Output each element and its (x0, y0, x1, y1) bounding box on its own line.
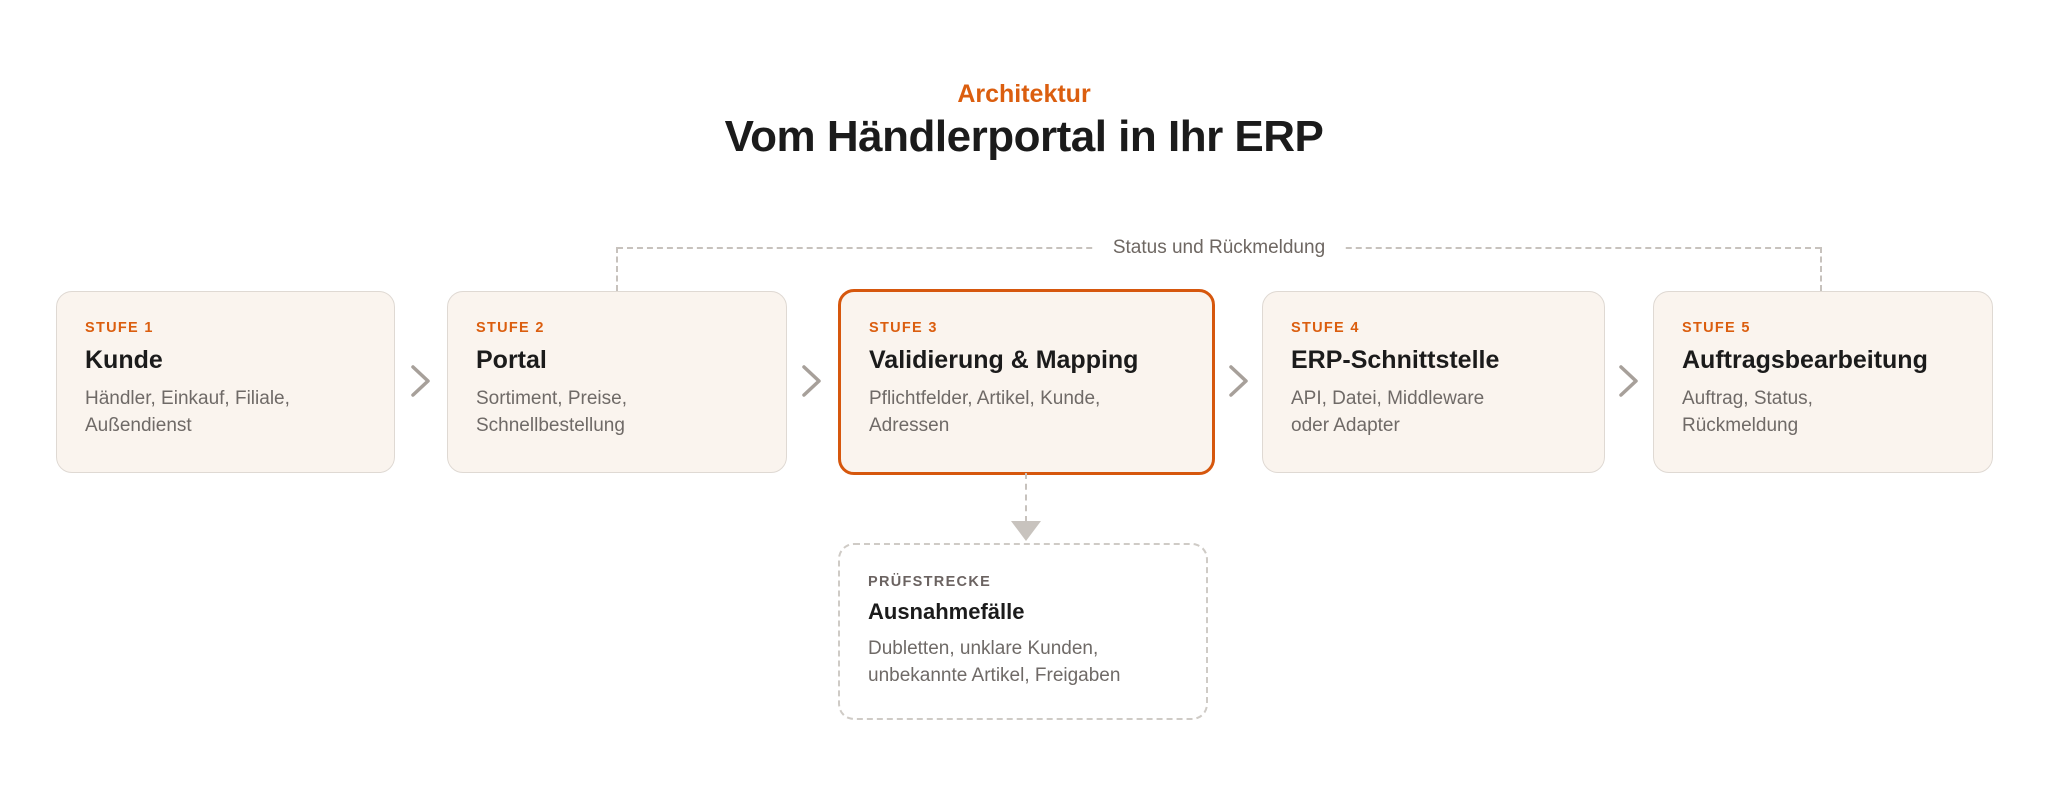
stage-title: Validierung & Mapping (869, 346, 1139, 374)
diagram-kicker: Architektur (957, 80, 1091, 108)
stage-card-erp-schnittstelle: STUFE 4 ERP-Schnittstelle API, Datei, Mi… (1262, 291, 1605, 473)
chevron-right-icon (1229, 365, 1248, 397)
stage-card-auftragsbearbeitung: STUFE 5 Auftragsbearbeitung Auftrag, Sta… (1653, 291, 1993, 473)
stage-description: API, Datei, Middleware oder Adapter (1291, 388, 1485, 436)
exception-description: Dubletten, unklare Kunden, unbekannte Ar… (868, 638, 1121, 686)
exception-title: Ausnahmefälle (868, 599, 1025, 624)
stage-description: Sortiment, Preise, Schnellbestellung (476, 388, 627, 436)
chevron-right-icon (802, 365, 821, 397)
feedback-line-drop-left (616, 247, 618, 291)
stage-kicker: STUFE 5 (1682, 320, 1751, 336)
feedback-line-drop-right (1820, 247, 1822, 291)
stage-title: Auftragsbearbeitung (1682, 346, 1928, 374)
stage-card-kunde: STUFE 1 Kunde Händler, Einkauf, Filiale,… (56, 291, 395, 473)
exception-line-vertical (1025, 473, 1027, 522)
feedback-label-container: Status und Rückmeldung (617, 232, 1821, 264)
exception-kicker: PRÜFSTRECKE (868, 574, 992, 590)
stage-kicker: STUFE 2 (476, 320, 545, 336)
stage-title: Kunde (85, 346, 163, 374)
stage-description: Pflichtfelder, Artikel, Kunde, Adressen (869, 388, 1101, 436)
chevron-right-icon (1619, 365, 1638, 397)
stage-description: Auftrag, Status, Rückmeldung (1682, 388, 1813, 436)
stage-card-validierung-mapping: STUFE 3 Validierung & Mapping Pflichtfel… (838, 289, 1215, 475)
stage-title: ERP-Schnittstelle (1291, 346, 1500, 374)
stage-title: Portal (476, 346, 547, 374)
arrow-down-icon (1011, 521, 1041, 541)
feedback-label: Status und Rückmeldung (1092, 237, 1346, 259)
stage-kicker: STUFE 4 (1291, 320, 1360, 336)
exception-box-ausnahmefaelle: PRÜFSTRECKE Ausnahmefälle Dubletten, unk… (838, 543, 1208, 720)
stage-kicker: STUFE 1 (85, 320, 154, 336)
page-title: Vom Händlerportal in Ihr ERP (724, 112, 1324, 161)
stage-description: Händler, Einkauf, Filiale, Außendienst (85, 388, 290, 436)
stage-kicker: STUFE 3 (869, 320, 938, 336)
chevron-right-icon (411, 365, 430, 397)
stage-card-portal: STUFE 2 Portal Sortiment, Preise, Schnel… (447, 291, 787, 473)
